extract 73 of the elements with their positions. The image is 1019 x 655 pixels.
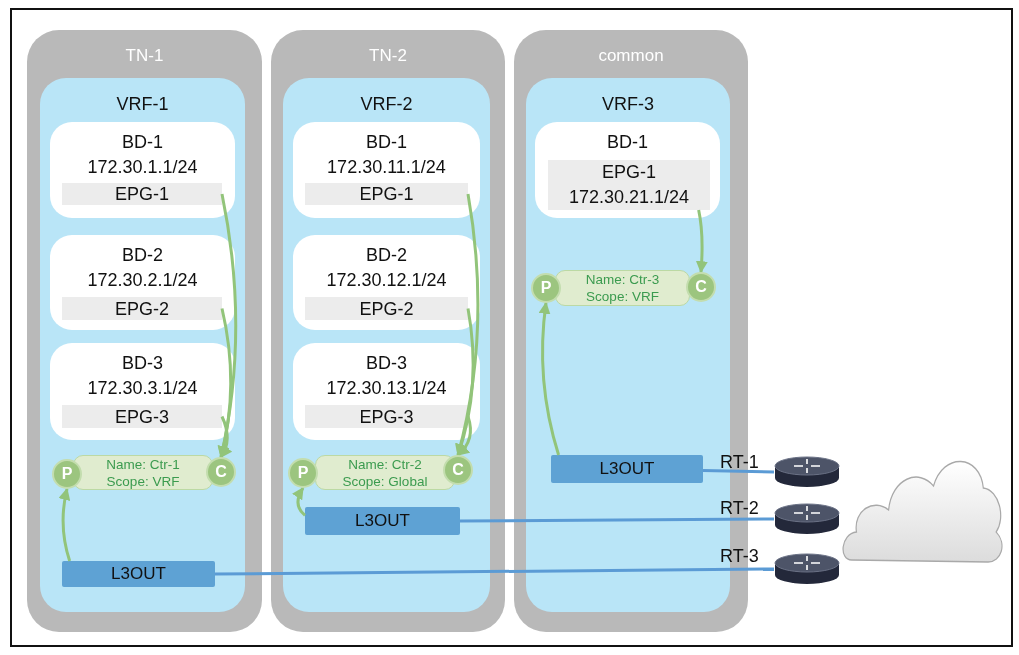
l3out-bar: L3OUT (551, 455, 703, 483)
tenant-title: TN-1 (124, 46, 165, 66)
vrf-title: VRF-1 (115, 94, 170, 115)
epg-name: EPG-1 (602, 161, 656, 184)
bridge-domain-name: BD-1 (121, 131, 164, 154)
arrow (292, 486, 306, 517)
l3out-bar: L3OUT (305, 507, 460, 535)
contract-scope: Scope: Global (342, 472, 428, 490)
provider-circle: P (531, 273, 561, 303)
router-icon (774, 553, 840, 585)
vrf-panel (40, 78, 245, 612)
arrow (455, 308, 475, 457)
epg-bar (548, 160, 710, 210)
subnet-address: 172.30.13.1/24 (325, 377, 448, 400)
router-label: RT-2 (720, 498, 759, 519)
subnet-address: 172.30.12.1/24 (325, 269, 448, 292)
provider-circle: P (52, 459, 82, 489)
arrow (219, 415, 232, 458)
contract-scope: Scope: VRF (106, 472, 180, 490)
vrf-panel (283, 78, 490, 612)
arrow (457, 416, 472, 457)
bridge-domain-box (293, 343, 480, 440)
vrf-title: VRF-3 (601, 94, 655, 115)
consumer-circle: C (443, 455, 473, 485)
bridge-domain-box (50, 343, 235, 440)
subnet-address: 172.30.3.1/24 (86, 377, 199, 400)
bridge-domain-name: BD-1 (606, 131, 649, 154)
router-icon (774, 456, 840, 488)
arrow (58, 487, 72, 562)
provider-circle: P (288, 458, 318, 488)
epg-bar: EPG-2 (62, 297, 222, 320)
contract-pill (73, 455, 213, 490)
router-icon (774, 503, 840, 535)
bridge-domain-box (293, 235, 480, 330)
arrow (695, 209, 708, 274)
subnet-address: 172.30.1.1/24 (86, 156, 199, 179)
epg-bar: EPG-3 (305, 405, 468, 428)
contract-scope: Scope: VRF (586, 288, 659, 305)
epg-bar: EPG-1 (62, 183, 222, 205)
tenant-title: TN-2 (368, 46, 408, 66)
l3out-bar: L3OUT (62, 561, 215, 587)
subnet-address: 172.30.11.1/24 (326, 156, 447, 179)
contract-name: Name: Ctr-1 (106, 455, 180, 473)
bridge-domain-box (50, 235, 235, 330)
contract-name: Name: Ctr-3 (585, 271, 660, 288)
bridge-domain-box (50, 122, 235, 218)
contract-pill (555, 270, 690, 306)
tenant-panel (27, 30, 262, 632)
epg-bar: EPG-2 (305, 297, 468, 320)
bridge-domain-name: BD-2 (365, 244, 408, 267)
vrf-title: VRF-2 (359, 94, 414, 115)
contract-name: Name: Ctr-2 (348, 455, 422, 473)
subnet-address: 172.30.21.1/24 (568, 186, 690, 209)
bridge-domain-name: BD-2 (121, 244, 164, 267)
connector-line (702, 468, 775, 474)
router-label: RT-1 (720, 452, 759, 473)
router-label: RT-3 (720, 546, 759, 567)
bridge-domain-name: BD-3 (365, 352, 408, 375)
bridge-domain-name: BD-1 (365, 131, 408, 154)
tenant-panel (271, 30, 505, 632)
consumer-circle: C (686, 272, 716, 302)
connector-line (460, 517, 774, 523)
bridge-domain-name: BD-3 (121, 352, 164, 375)
arrow (538, 301, 561, 456)
tenant-title: common (597, 46, 665, 66)
connector-line (215, 567, 774, 576)
bridge-domain-box (293, 122, 480, 218)
subnet-address: 172.30.2.1/24 (86, 269, 199, 292)
epg-bar: EPG-3 (62, 405, 222, 428)
bridge-domain-box (535, 122, 720, 218)
contract-pill (315, 455, 455, 490)
epg-bar: EPG-1 (305, 183, 468, 205)
consumer-circle: C (206, 457, 236, 487)
